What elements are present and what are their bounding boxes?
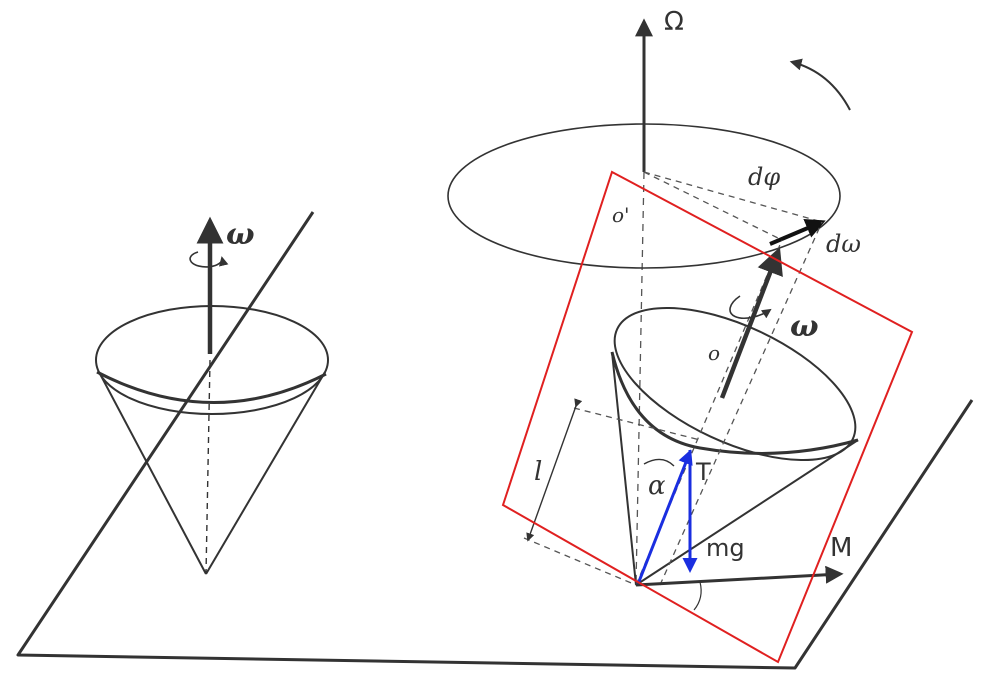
o-prime-label: o' xyxy=(612,203,630,227)
radius-line xyxy=(643,171,823,223)
l-dimension-top xyxy=(573,407,701,441)
precession-axis-label: Ω xyxy=(664,7,684,37)
right-rotation-arrow-icon xyxy=(729,295,772,320)
precession-axis-dashed xyxy=(635,171,645,586)
right-cone-front-rim xyxy=(610,351,859,455)
right-cone-side-right xyxy=(635,439,859,586)
right-top: Ω dφ o' dω ω o l α T xyxy=(447,7,914,664)
d-omega-label: dω xyxy=(826,230,861,258)
precession-circle xyxy=(447,123,841,269)
left-cone-axis xyxy=(205,359,211,575)
red-frame xyxy=(501,170,914,664)
alpha-label: α xyxy=(648,471,666,501)
torque-arrow xyxy=(635,565,844,587)
left-top: ω xyxy=(95,216,329,575)
radius-line-lower xyxy=(643,171,783,241)
d-phi-label: dφ xyxy=(748,163,780,191)
left-cone-side-right xyxy=(205,371,326,575)
left-omega-label: ω xyxy=(226,217,255,252)
precession-direction-arrow-icon xyxy=(789,58,851,111)
l-dimension-line xyxy=(526,398,583,542)
right-cone-axis-2 xyxy=(659,221,823,586)
tension-force-arrow xyxy=(636,449,693,585)
m-label: M xyxy=(830,533,852,563)
t-label: T xyxy=(695,458,711,486)
alpha-arc xyxy=(643,458,675,467)
left-rotation-arrow-icon xyxy=(189,251,229,268)
o-label: o xyxy=(708,341,720,365)
right-omega-label: ω xyxy=(790,309,819,344)
right-cone-axis xyxy=(635,239,783,586)
torque-angle-arc xyxy=(693,581,702,611)
d-omega-arrow xyxy=(769,219,826,246)
right-cone-side-left xyxy=(611,351,637,586)
left-cone-side-left xyxy=(98,371,207,575)
l-dimension-bottom xyxy=(523,537,637,586)
mg-label: mg xyxy=(706,534,745,562)
left-cone-front-rim xyxy=(96,370,327,404)
right-cone-top xyxy=(613,306,857,462)
l-label: l xyxy=(534,457,542,487)
ground-plane xyxy=(16,211,974,670)
right-omega-arrow xyxy=(719,246,783,399)
